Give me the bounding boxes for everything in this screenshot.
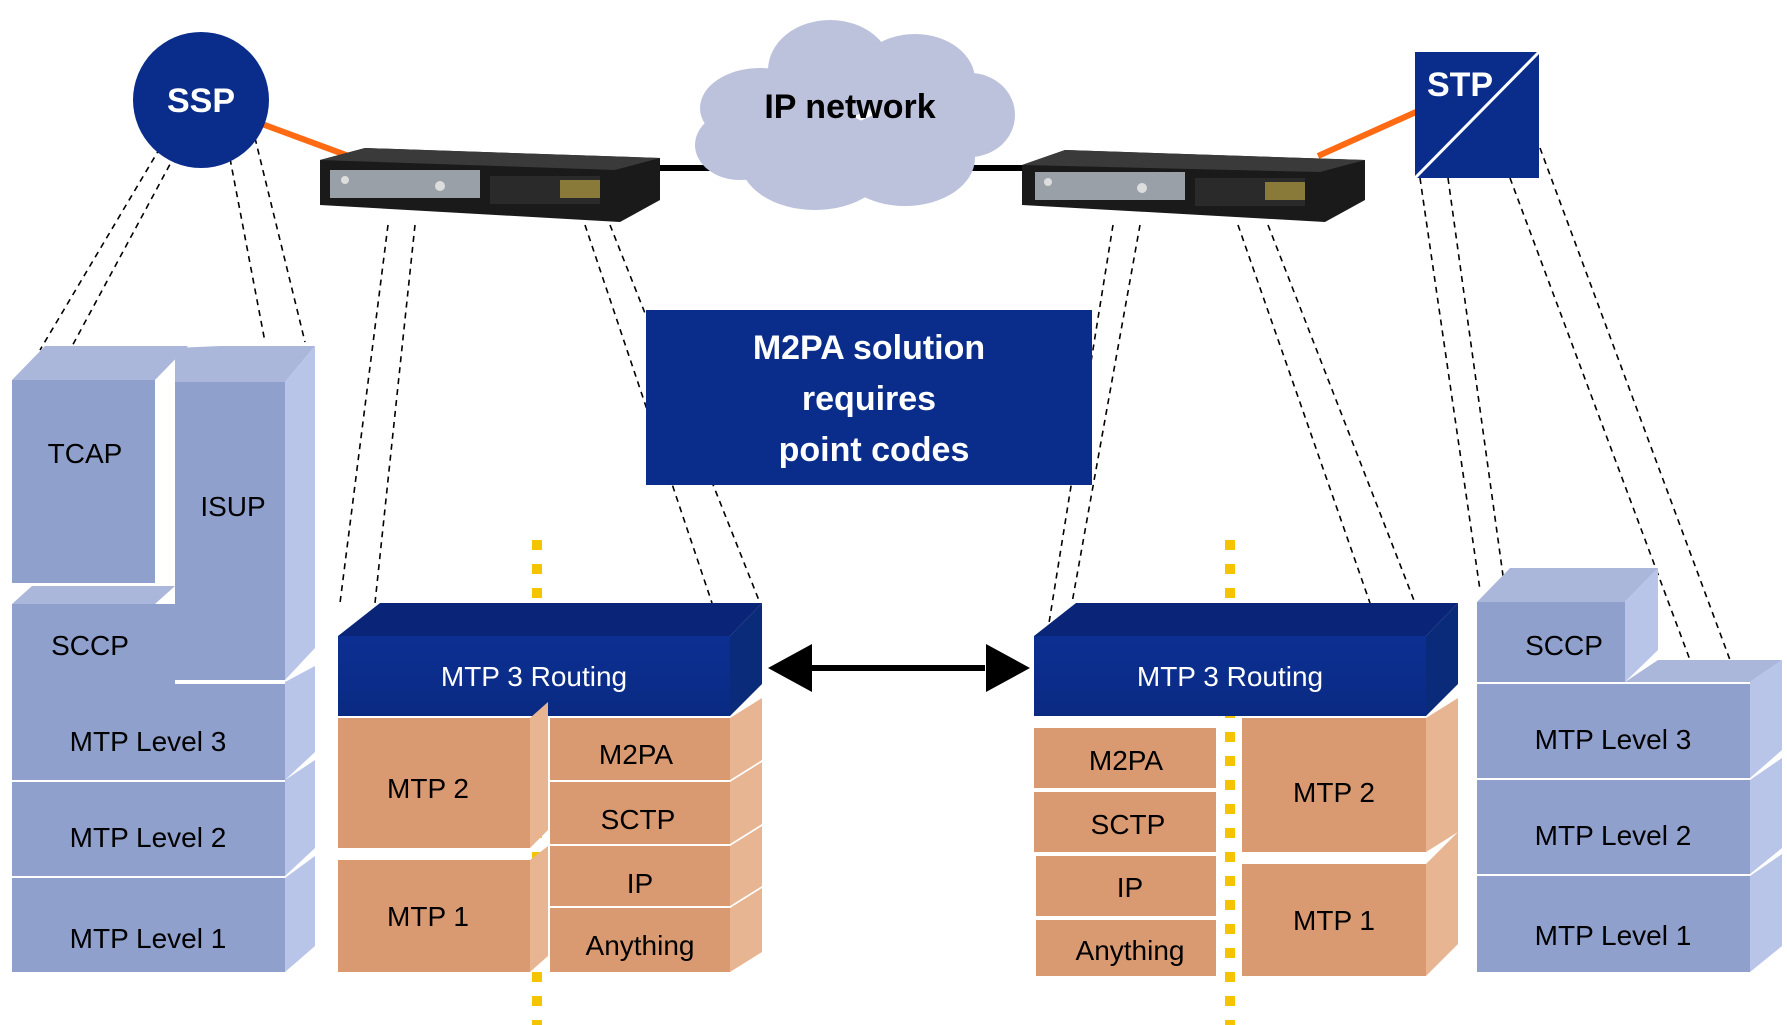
right-gateway-device [1022,150,1365,222]
stp-stack [1477,568,1782,972]
ip-network-cloud [695,20,1015,210]
right-routing-label: MTP 3 Routing [1137,661,1323,692]
stp-mtp3-label: MTP Level 3 [1535,724,1692,755]
ssp-isup-label: ISUP [200,491,265,522]
callout-line-1: M2PA solution [753,329,985,367]
ssp-mtp1-label: MTP Level 1 [70,923,227,954]
ssp-stack [12,346,315,972]
left-ip-label: IP [627,868,653,899]
ip-network-label: IP network [764,88,935,126]
left-routing-label: MTP 3 Routing [441,661,627,692]
right-ip-label: IP [1117,872,1143,903]
ssp-mtp2-label: MTP Level 2 [70,822,227,853]
stp-label: STP [1427,66,1493,104]
right-mtp1-label: MTP 1 [1293,905,1375,936]
left-gateway-stack [338,603,762,972]
stp-mtp1-label: MTP Level 1 [1535,920,1692,951]
m2pa-callout-box [646,310,1092,485]
right-gateway-stack [1034,603,1458,976]
stp-mtp2-label: MTP Level 2 [1535,820,1692,851]
ssp-mtp3-label: MTP Level 3 [70,726,227,757]
right-mtp2-label: MTP 2 [1293,777,1375,808]
left-anything-label: Anything [586,930,695,961]
stp-node [1413,50,1541,180]
left-mtp1-label: MTP 1 [387,901,469,932]
right-m2pa-label: M2PA [1089,745,1163,776]
ssp-node [133,32,269,168]
left-m2pa-label: M2PA [599,739,673,770]
ssp-tcap-label: TCAP [48,438,123,469]
ssp-label: SSP [167,82,235,120]
left-gateway-device [320,148,660,222]
callout-line-2: requires [802,380,936,418]
ssp-sccp-label: SCCP [51,630,129,661]
callout-line-3: point codes [779,431,970,469]
right-sctp-label: SCTP [1091,809,1166,840]
stp-link [1316,109,1418,159]
stp-sccp-label: SCCP [1525,630,1603,661]
left-mtp2-label: MTP 2 [387,773,469,804]
right-anything-label: Anything [1076,935,1185,966]
peer-link-arrow [768,644,1030,692]
left-sctp-label: SCTP [601,804,676,835]
